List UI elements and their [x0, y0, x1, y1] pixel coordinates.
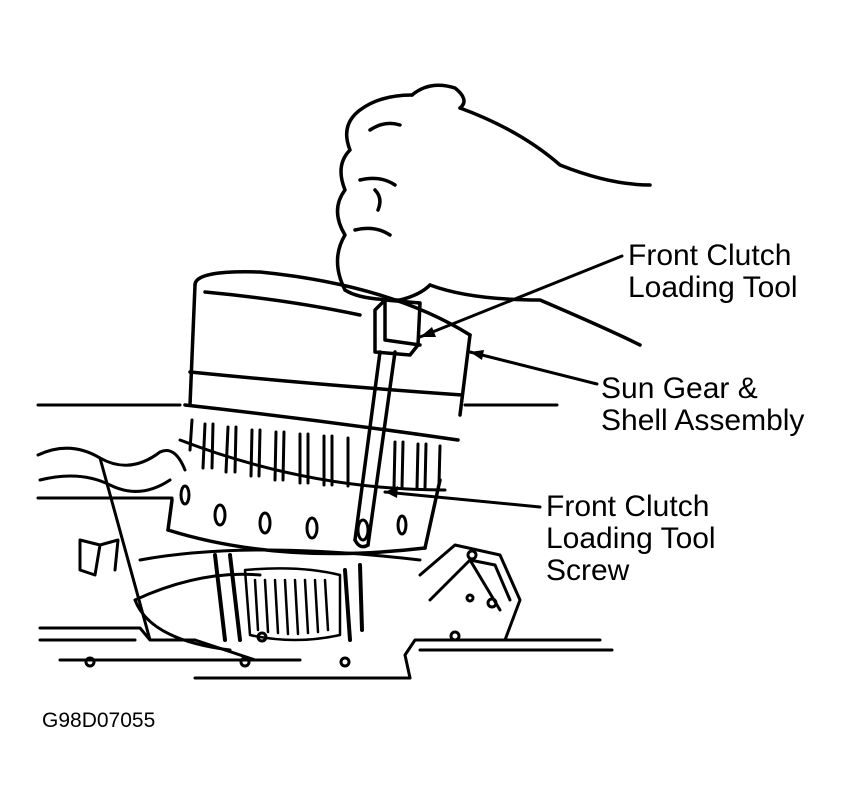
callout-line: Shell Assembly: [601, 404, 805, 437]
callout-line: Front Clutch: [628, 239, 792, 272]
callout-front-clutch-loading-tool-screw: Front Clutch Loading Tool Screw: [546, 491, 716, 587]
figure-id: G98D07055: [42, 709, 156, 732]
loading-tool-screw: [353, 350, 397, 549]
leader-lines: [383, 254, 624, 509]
callout-line: Loading Tool: [628, 271, 798, 304]
callout-line: Loading Tool: [546, 522, 716, 555]
planetary-gear-cluster: [213, 553, 364, 642]
leader-arrowheads: [385, 327, 484, 498]
sun-gear-shell-assembly: [166, 270, 472, 556]
callout-line: Sun Gear &: [601, 372, 758, 405]
callout-line: Front Clutch: [546, 490, 710, 523]
callout-sun-gear-shell-assembly: Sun Gear & Shell Assembly: [601, 373, 804, 437]
clutch-slots: [178, 418, 447, 492]
front-clutch-loading-tool: [373, 298, 422, 357]
callout-front-clutch-loading-tool: Front Clutch Loading Tool: [628, 240, 798, 304]
callout-line: Screw: [546, 554, 630, 587]
